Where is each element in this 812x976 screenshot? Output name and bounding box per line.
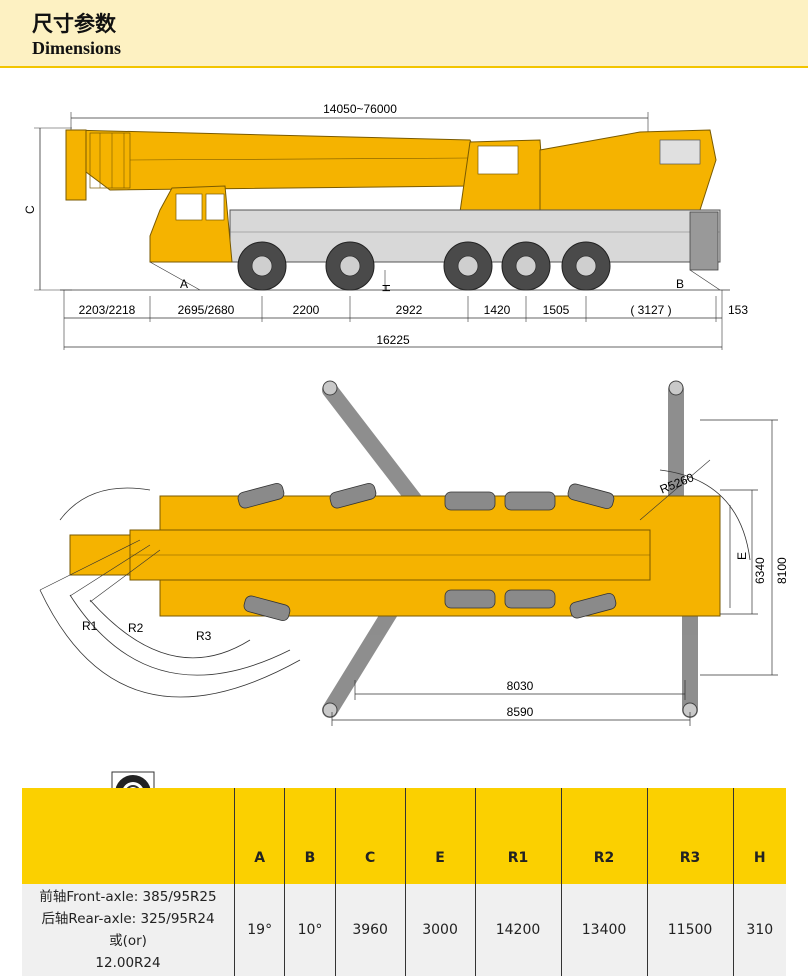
table-header-a: A: [233, 788, 285, 884]
table-header-b: B: [284, 788, 336, 884]
table-header-h: H: [732, 788, 786, 884]
title-english: Dimensions: [32, 38, 122, 58]
label-c: C: [23, 205, 37, 214]
label-b: B: [676, 277, 684, 291]
label-r2: R2: [128, 621, 144, 635]
value-b: 10°: [284, 884, 336, 976]
section-header: 尺寸参数 Dimensions: [0, 0, 808, 68]
width-8100: 8100: [775, 557, 789, 584]
boom-length-label: 14050~76000: [323, 102, 397, 116]
tyre-spec-cell: 前轴Front-axle: 385/95R25 后轴Rear-axle: 325…: [22, 884, 235, 976]
segment-4: 2922: [396, 303, 423, 317]
table-header-r1: R1: [474, 788, 562, 884]
table-header-r2: R2: [560, 788, 648, 884]
table-header-c: C: [334, 788, 406, 884]
tyre-alt: 12.00R24: [95, 955, 161, 971]
outrigger-8030: 8030: [507, 679, 534, 693]
overall-length: 16225: [376, 333, 410, 347]
segment-8: 153: [728, 303, 748, 317]
label-e: E: [735, 552, 749, 560]
value-c: 3960: [334, 884, 406, 976]
table-header-e: E: [404, 788, 475, 884]
tyre-front-axle: 前轴Front-axle: 385/95R25: [39, 889, 217, 905]
segment-3: 2200: [293, 303, 320, 317]
width-6340: 6340: [753, 557, 767, 584]
value-r1: 14200: [474, 884, 562, 976]
segment-7: ( 3127 ): [630, 303, 671, 317]
label-r1: R1: [82, 619, 98, 633]
outrigger-8590: 8590: [507, 705, 534, 719]
segment-2: 2695/2680: [178, 303, 235, 317]
side-view-crane: 14050~76000 C: [23, 102, 748, 350]
segment-6: 1505: [543, 303, 570, 317]
value-a: 19°: [233, 884, 285, 976]
top-view-crane: R1 R2 R3 R5260 E 6340 8100 8030: [39, 380, 789, 726]
value-r2: 13400: [560, 884, 648, 976]
title-chinese: 尺寸参数: [32, 12, 116, 36]
label-r3: R3: [196, 629, 212, 643]
value-h: 310: [732, 884, 786, 976]
dimension-drawing: 14050~76000 C: [23, 102, 789, 726]
label-h: H: [381, 284, 393, 292]
value-r3: 11500: [646, 884, 734, 976]
tyre-rear-axle: 后轴Rear-axle: 325/95R24: [41, 911, 215, 927]
table-header-row: A B C E R1 R2 R3 H: [22, 788, 786, 884]
segment-5: 1420: [484, 303, 511, 317]
dimensions-table: A B C E R1 R2 R3 H 前轴Front-axle: 385/95R…: [22, 788, 786, 976]
tyre-or: 或(or): [109, 933, 147, 949]
label-a: A: [180, 277, 188, 291]
segment-1: 2203/2218: [79, 303, 136, 317]
table-header-r3: R3: [646, 788, 734, 884]
table-header-corner: [22, 788, 235, 884]
table-row: 前轴Front-axle: 385/95R25 后轴Rear-axle: 325…: [22, 884, 786, 976]
value-e: 3000: [404, 884, 475, 976]
